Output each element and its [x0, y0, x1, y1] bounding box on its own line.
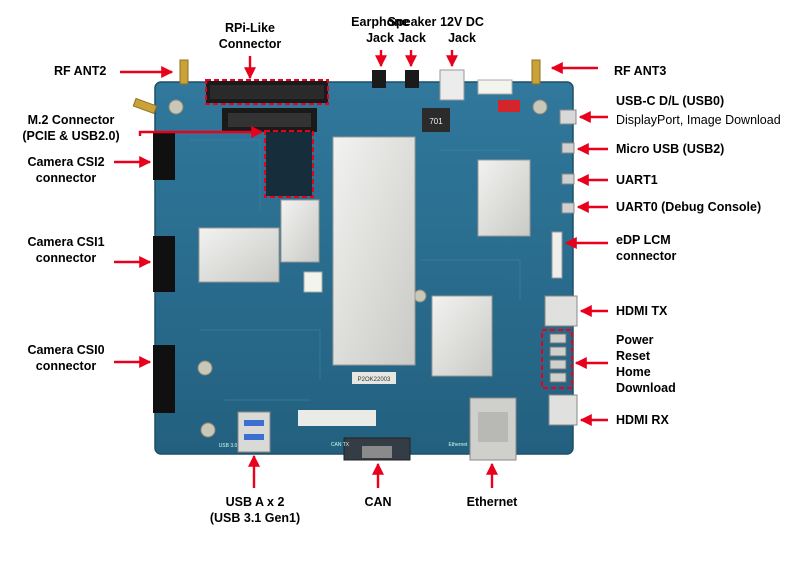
label-edp-line2: connector: [616, 249, 677, 263]
label-download: Download: [616, 381, 676, 395]
chip-label: 701: [429, 117, 443, 126]
small-connector: [303, 271, 323, 293]
mount-hole: [532, 99, 548, 115]
mount-hole: [413, 289, 427, 303]
download-button: [549, 372, 567, 383]
label-usba-line2: (USB 3.1 Gen1): [209, 511, 301, 525]
label-csi1-line2: connector: [35, 251, 97, 265]
uart0-port: [561, 202, 575, 214]
usb-a-port: [237, 411, 271, 453]
mount-hole: [168, 99, 184, 115]
shield-can: [198, 227, 280, 283]
label-csi0-line2: connector: [35, 359, 97, 373]
micro-usb-port: [561, 142, 575, 154]
label-m2-line2: (PCIE & USB2.0): [22, 129, 120, 143]
label-buttons: Power Reset Home Download: [616, 332, 676, 396]
hdmi-tx-port: [544, 295, 578, 327]
m2-connector: [266, 132, 312, 196]
mount-hole: [197, 360, 213, 376]
label-rf-ant2: RF ANT2: [54, 64, 107, 78]
sticker: [352, 372, 396, 384]
label-plate: [298, 410, 376, 426]
label-usbc: USB-C D/L (USB0) DisplayPort, Image Down…: [616, 93, 781, 128]
label-reset: Reset: [616, 349, 651, 363]
label-edp: eDP LCM connector: [616, 232, 676, 264]
can-silkscreen: CAN TX: [331, 442, 350, 448]
label-usbc-line1: USB-C D/L (USB0): [616, 94, 725, 108]
rpi-header-highlight: [205, 79, 329, 105]
home-button: [549, 359, 567, 370]
label-ethernet: Ethernet: [466, 495, 518, 509]
csi1-connector: [153, 236, 175, 292]
reset-button: [549, 346, 567, 357]
shield-can: [280, 199, 320, 263]
label-usbc-line2: DisplayPort, Image Download: [616, 113, 781, 127]
label-csi1: Camera CSI1 connector: [20, 234, 112, 266]
usb-silkscreen: USB 3.0: [219, 443, 238, 449]
label-hdmi-tx: HDMI TX: [616, 304, 668, 318]
usb-c-port: [559, 109, 577, 125]
label-rf-ant3: RF ANT3: [614, 64, 667, 78]
earphone-jack: [372, 70, 386, 88]
ethernet-silkscreen: Ethernet: [449, 442, 469, 448]
buttons-highlight: [541, 329, 573, 389]
callout-arrows: [114, 50, 608, 488]
label-rpi: RPi-Like Connector: [200, 20, 300, 52]
label-earphone-line2: Jack: [366, 31, 394, 45]
csi0-connector: [153, 345, 175, 413]
csi2-connector: [153, 132, 175, 180]
label-speaker-line2: Jack: [398, 31, 426, 45]
label-rpi-line2: Connector: [218, 37, 282, 51]
label-csi2-line2: connector: [35, 171, 97, 185]
sticker-text: P2OK22003: [358, 377, 391, 383]
label-speaker: Speaker Jack: [384, 14, 440, 46]
label-csi0: Camera CSI0 connector: [20, 342, 112, 374]
label-usba: USB A x 2 (USB 3.1 Gen1): [200, 494, 310, 526]
main-module: [332, 136, 416, 366]
shield-can: [431, 295, 493, 377]
label-can: CAN: [364, 495, 392, 509]
red-switch: [498, 100, 520, 112]
label-home: Home: [616, 365, 651, 379]
hdmi-rx-port: [548, 394, 578, 426]
label-speaker-line1: Speaker: [387, 15, 437, 29]
rf-ant2-antenna: [132, 59, 189, 115]
label-csi2-line1: Camera CSI2: [27, 155, 105, 169]
label-usba-line1: USB A x 2: [225, 495, 285, 509]
label-edp-line1: eDP LCM: [616, 233, 671, 247]
dc-jack: [439, 69, 465, 101]
edp-connector: [551, 231, 563, 279]
label-uart1: UART1: [616, 173, 658, 187]
power-button: [549, 333, 567, 344]
speaker-jack: [405, 70, 419, 88]
shield-can: [477, 159, 531, 237]
arrow-m2: [138, 126, 264, 138]
label-csi1-line1: Camera CSI1: [27, 235, 105, 249]
label-csi0-line1: Camera CSI0: [27, 343, 105, 357]
m2-highlight: [264, 130, 314, 198]
mount-hole: [200, 422, 216, 438]
label-m2-line1: M.2 Connector: [27, 113, 115, 127]
label-dc: 12V DC Jack: [432, 14, 492, 46]
label-m2: M.2 Connector (PCIE & USB2.0): [12, 112, 130, 144]
label-hdmi-rx: HDMI RX: [616, 413, 669, 427]
jst-connector: [477, 79, 513, 95]
label-rpi-line1: RPi-Like: [224, 21, 275, 35]
label-uart0: UART0 (Debug Console): [616, 200, 762, 214]
label-earphone: Earphone Jack: [340, 14, 420, 46]
label-dc-line2: Jack: [448, 31, 476, 45]
label-earphone-line1: Earphone: [351, 15, 409, 29]
label-dc-line1: 12V DC: [440, 15, 484, 29]
label-csi2: Camera CSI2 connector: [20, 154, 112, 186]
label-microusb: Micro USB (USB2): [616, 142, 725, 156]
uart1-port: [561, 173, 575, 185]
inductor: [422, 108, 450, 132]
rf-ant3-antenna: [531, 59, 541, 85]
label-power: Power: [616, 333, 654, 347]
